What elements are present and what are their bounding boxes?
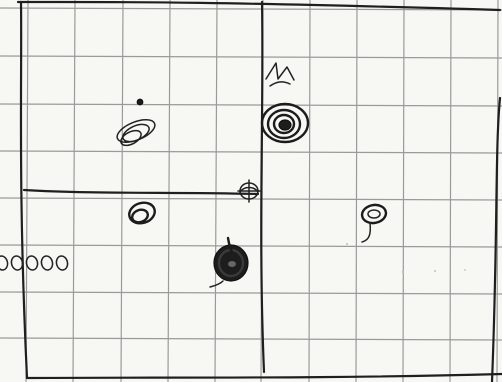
small-ink-dot [137, 99, 143, 105]
